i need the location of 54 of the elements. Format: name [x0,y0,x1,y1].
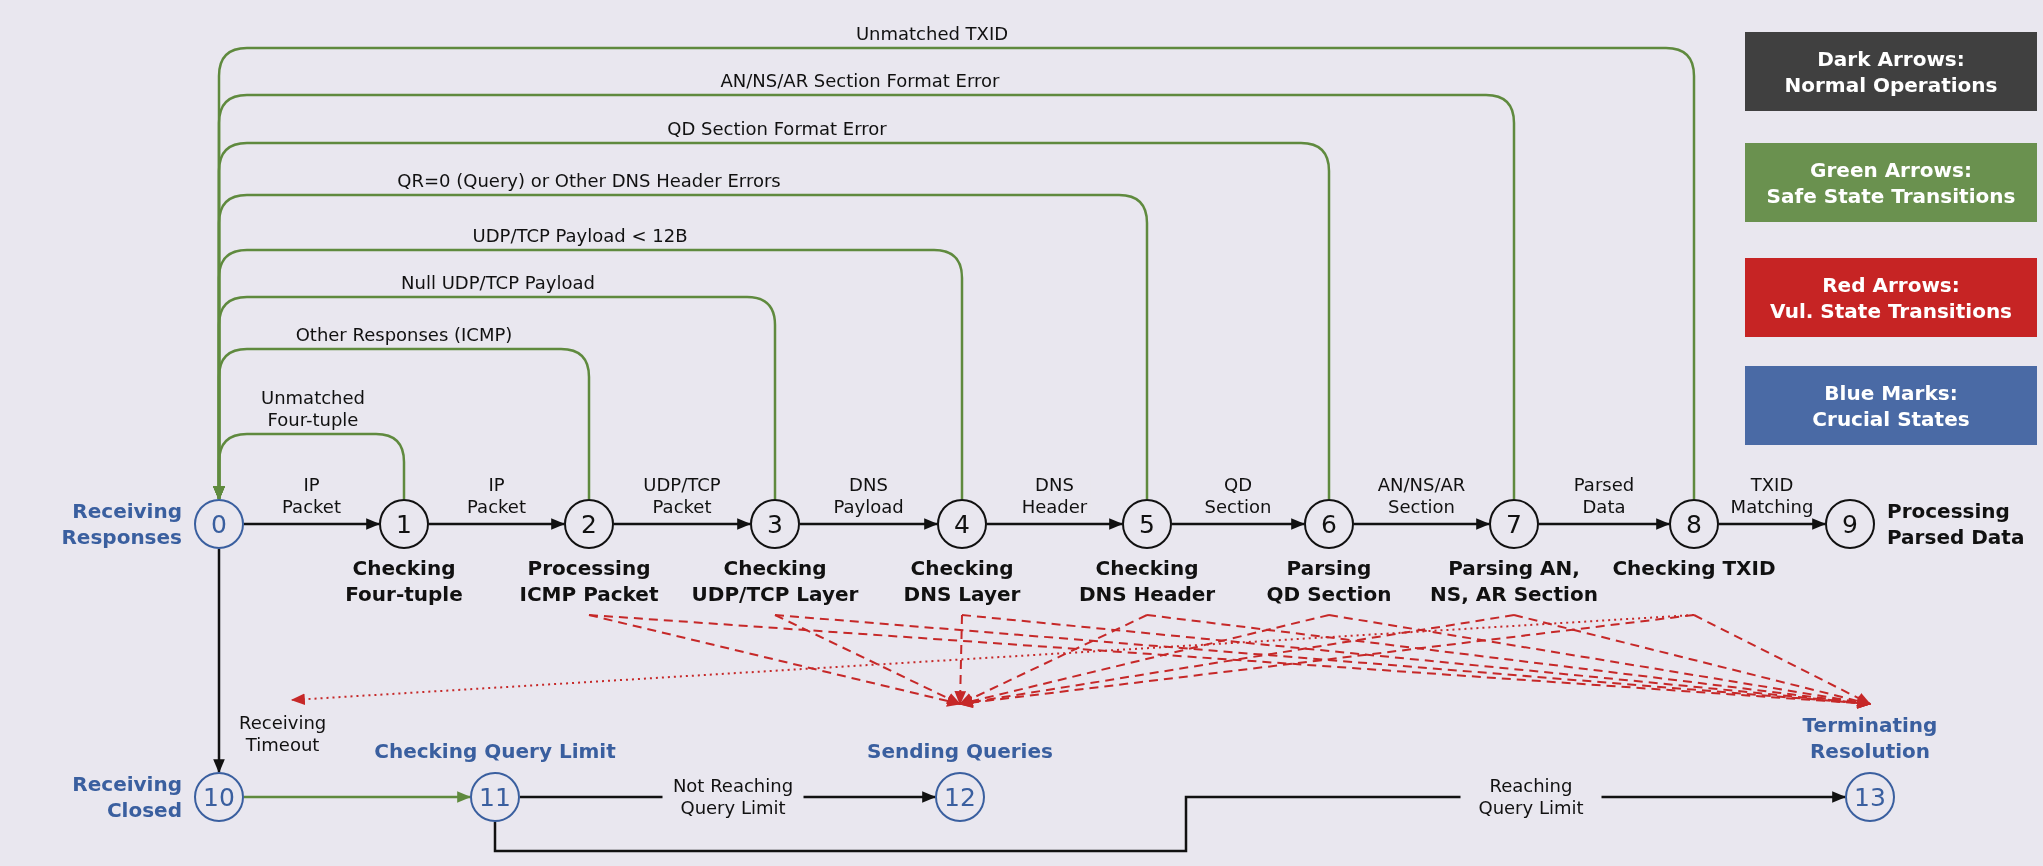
state-label: Terminating Resolution [1801,712,1939,764]
arrow [429,518,566,530]
legend-item: Red Arrows: Vul. State Transitions [1745,258,2037,337]
state-circle: 10 [194,772,244,822]
state-label: Checking UDP/TCP Layer [690,555,860,607]
dashed-arrow [1693,614,1872,705]
edge-label: AN/NS/AR Section Format Error [717,70,1003,92]
arrow [1539,518,1671,530]
arrow [493,791,1847,853]
state-label: Checking DNS Header [1077,555,1217,607]
arrow [213,46,1696,501]
state-label: Checking DNS Layer [902,555,1022,607]
arrow [614,518,752,530]
state-circle: 6 [1304,499,1354,549]
state-circle: 12 [935,772,985,822]
dashed-arrow [774,614,962,705]
legend-item: Blue Marks: Crucial States [1745,366,2037,445]
arrow [1719,518,1827,530]
arrow [800,518,939,530]
state-circle: 5 [1122,499,1172,549]
dotted-arrow [290,614,1695,706]
edge-label: Not Reaching Query Limit [662,775,804,819]
edge-label: Reaching Query Limit [1460,775,1602,819]
legend-item: Green Arrows: Safe State Transitions [1745,143,2037,222]
state-label: Checking Four-tuple [344,555,464,607]
arrow [244,791,472,803]
state-label: Parsing AN, NS, AR Section [1429,555,1599,607]
arrow [1172,518,1306,530]
state-circle: 0 [194,499,244,549]
state-circle: 13 [1845,772,1895,822]
state-label: Processing ICMP Packet [518,555,660,607]
state-label: Receiving Responses [60,498,182,550]
state-circle: 11 [470,772,520,822]
dashed-arrow [954,614,967,706]
state-circle: 1 [379,499,429,549]
arrow [244,518,381,530]
dashed-arrow [588,614,962,707]
state-circle: 4 [937,499,987,549]
state-circle: 2 [564,499,614,549]
arrow [1354,518,1491,530]
state-circle: 8 [1669,499,1719,549]
arrow [213,549,225,774]
state-label: Receiving Closed [71,771,182,823]
state-label: Processing Parsed Data [1887,498,2026,550]
legend-item: Dark Arrows: Normal Operations [1745,32,2037,111]
state-circle: 3 [750,499,800,549]
state-circle: 7 [1489,499,1539,549]
state-label: Checking Query Limit [373,738,617,764]
state-label: Parsing QD Section [1265,555,1393,607]
state-label: Sending Queries [866,738,1054,764]
state-label: Checking TXID [1611,555,1777,581]
arrow [987,518,1124,530]
dashed-arrow [1513,614,1872,707]
state-circle: 9 [1825,499,1875,549]
